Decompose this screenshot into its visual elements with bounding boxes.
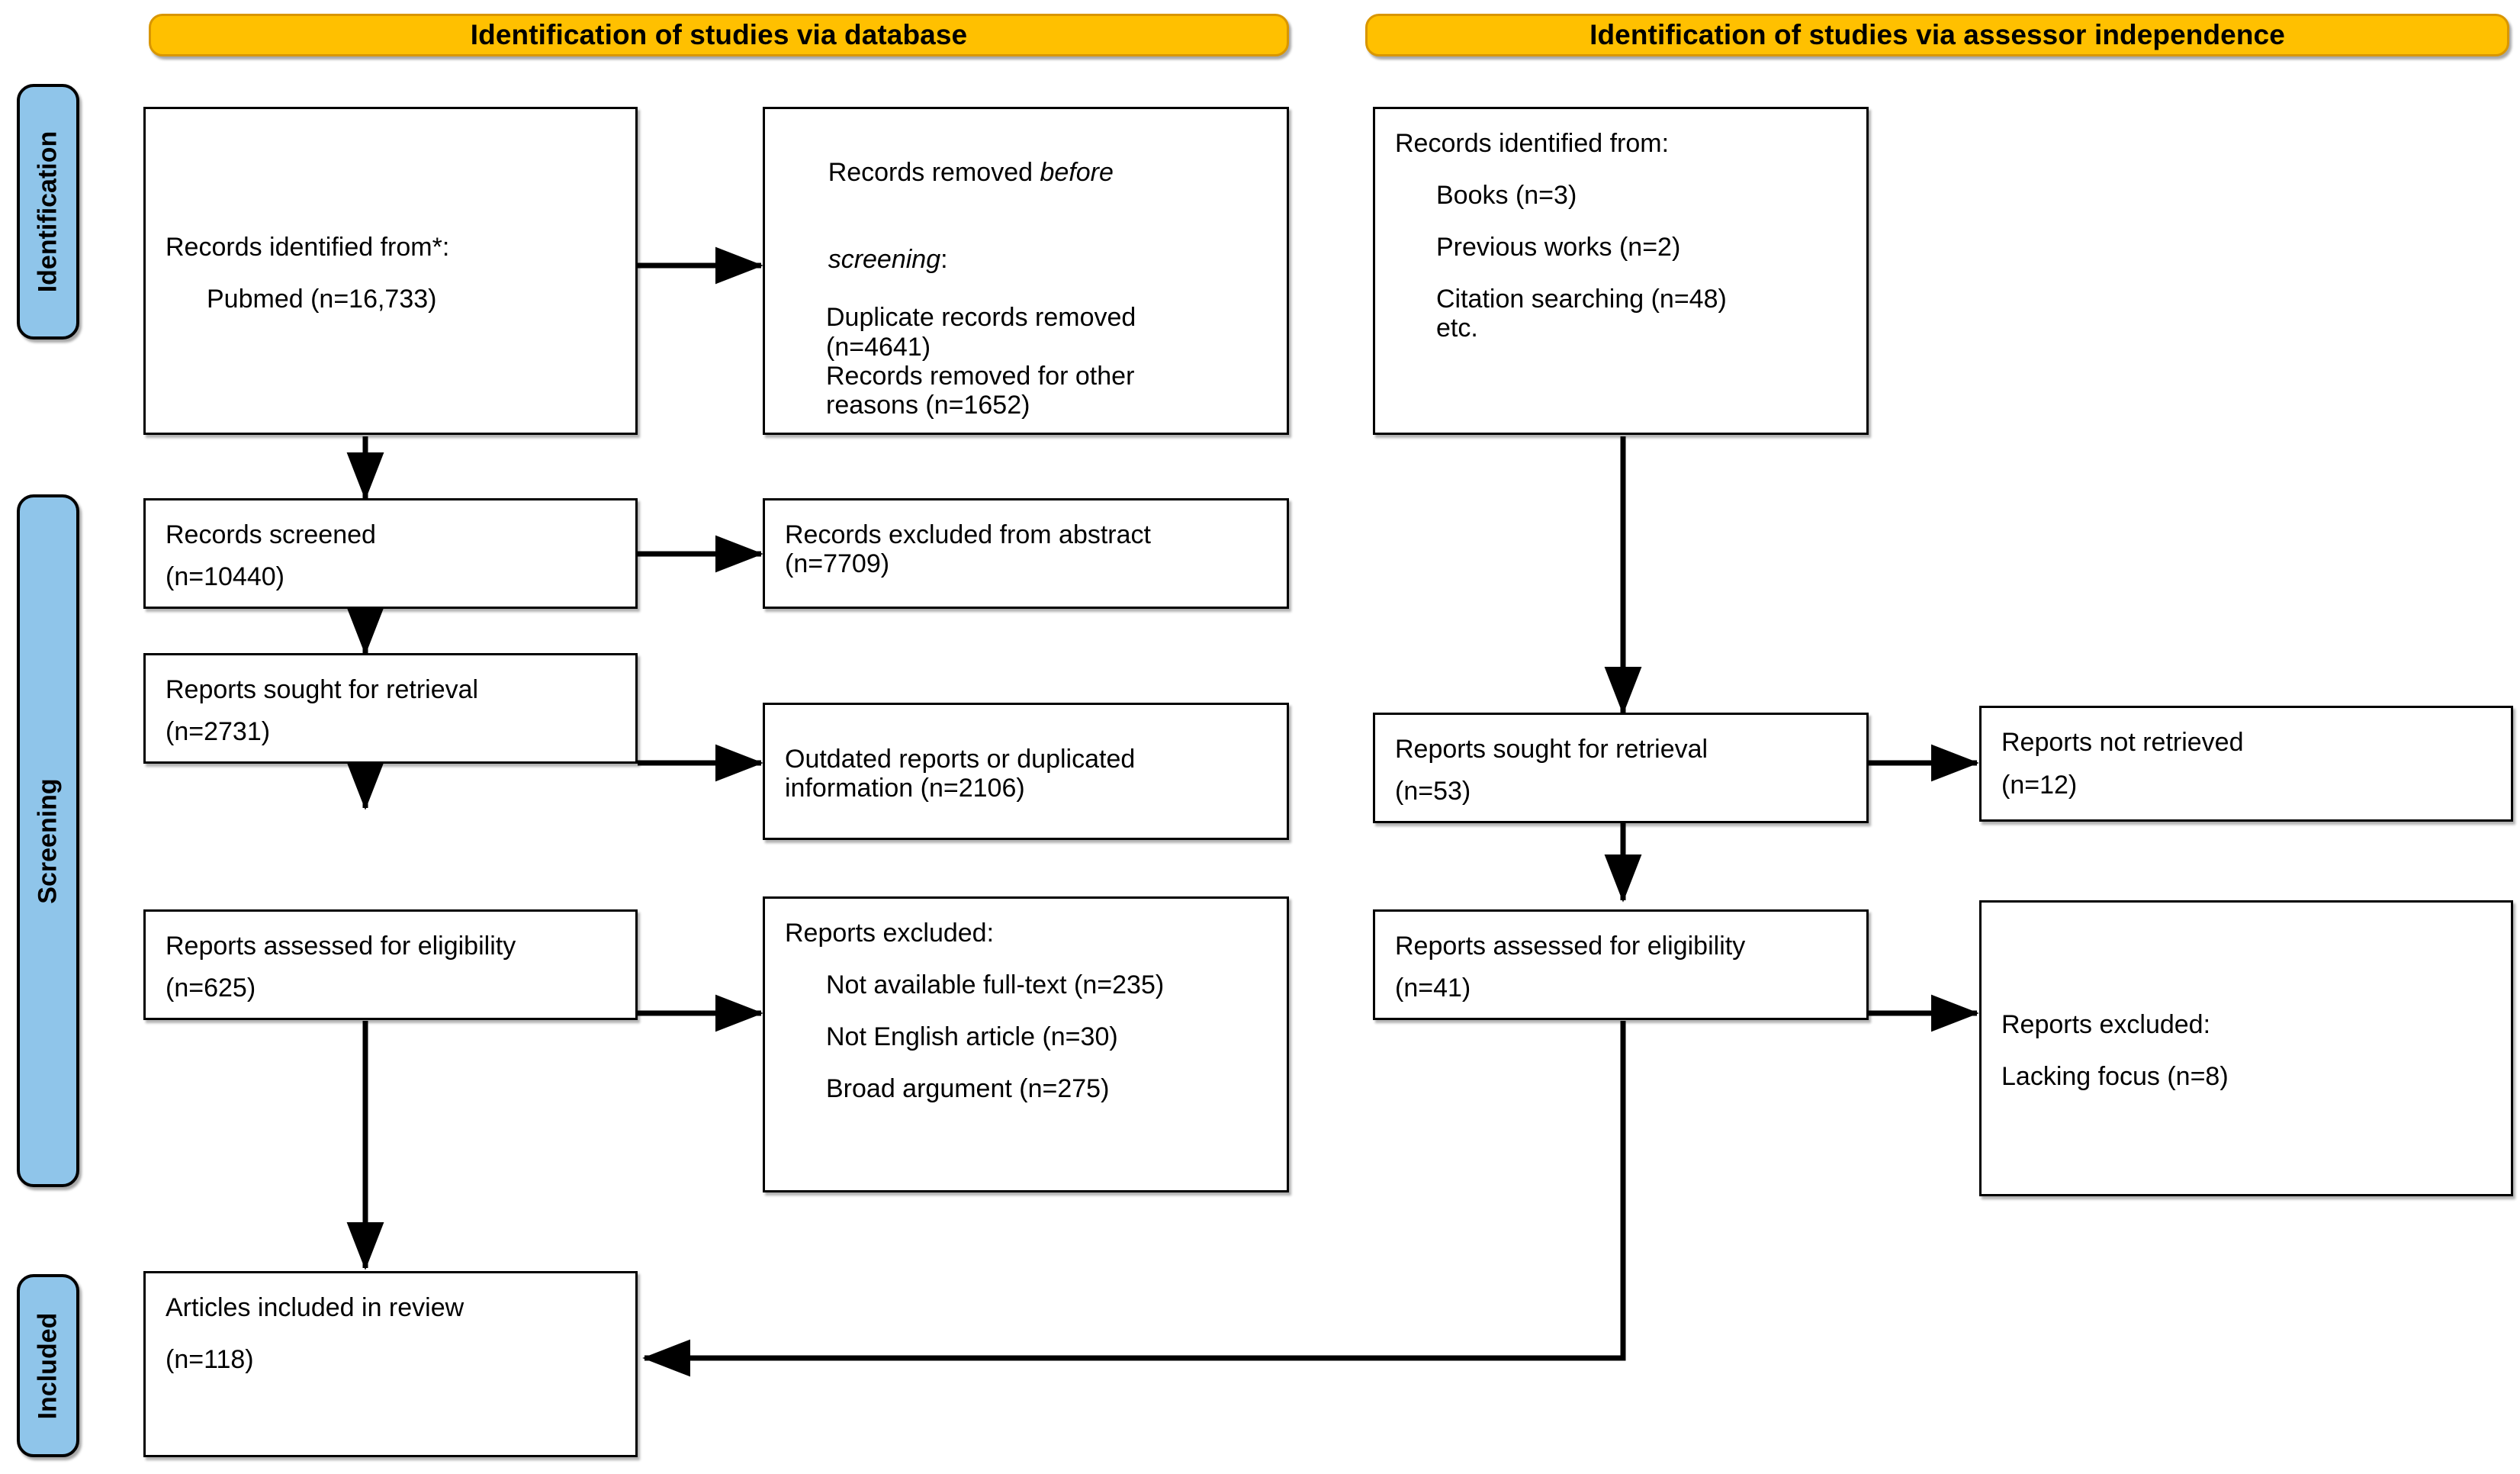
- reports-excluded-db-item3: Broad argument (n=275): [826, 1074, 1110, 1104]
- articles-included-line2: (n=118): [166, 1345, 254, 1375]
- records-removed-item2a: Records removed for other: [826, 361, 1135, 391]
- reports-not-retrieved-line1: Reports not retrieved: [2001, 728, 2244, 757]
- records-removed-line1b-italic: before: [1040, 158, 1114, 188]
- arrow-assessor-assessed-to-included: [642, 1021, 1626, 1377]
- records-removed-item1a: Duplicate records removed: [826, 303, 1136, 333]
- box-outdated-reports: Outdated reports or duplicated informati…: [763, 703, 1289, 840]
- reports-sought-db-line1: Reports sought for retrieval: [166, 675, 479, 704]
- banner-database: Identification of studies via database: [149, 14, 1289, 56]
- records-excluded-abstract-line1: Records excluded from abstract: [785, 520, 1151, 549]
- box-articles-included: Articles included in review (n=118): [143, 1271, 638, 1457]
- box-reports-sought-database: Reports sought for retrieval (n=2731): [143, 653, 638, 764]
- box-reports-excluded-database: Reports excluded: Not available full-tex…: [763, 896, 1289, 1192]
- box-records-identified: Records identified from*: Pubmed (n=16,7…: [143, 107, 638, 435]
- box-reports-assessed-database: Reports assessed for eligibility (n=625): [143, 909, 638, 1020]
- records-identified-assessor-line1: Records identified from:: [1395, 129, 1670, 158]
- reports-excluded-db-item2: Not English article (n=30): [826, 1022, 1118, 1052]
- box-reports-excluded-assessor: Reports excluded: Lacking focus (n=8): [1979, 900, 2513, 1196]
- articles-included-line1: Articles included in review: [166, 1293, 464, 1322]
- reports-assessed-assessor-line1: Reports assessed for eligibility: [1395, 932, 1746, 961]
- reports-sought-assessor-line2: (n=53): [1395, 776, 1471, 806]
- reports-assessed-db-line1: Reports assessed for eligibility: [166, 932, 516, 961]
- records-removed-line2: screening:: [785, 216, 1267, 303]
- reports-excluded-db-item1: Not available full-text (n=235): [826, 970, 1165, 1000]
- records-removed-line2-italic: screening: [828, 245, 941, 275]
- box-reports-not-retrieved: Reports not retrieved (n=12): [1979, 706, 2513, 822]
- reports-sought-db-line2: (n=2731): [166, 716, 271, 746]
- outdated-reports-line1: Outdated reports or duplicated: [785, 744, 1136, 774]
- records-identified-assessor-item2: Previous works (n=2): [1436, 233, 1681, 262]
- banner-assessor-label: Identification of studies via assessor i…: [1589, 19, 2285, 50]
- reports-excluded-assessor-line1: Reports excluded:: [2001, 1009, 2211, 1039]
- records-removed-line1: Records removed before: [785, 129, 1267, 216]
- rail-identification-label: Identification: [33, 130, 63, 293]
- records-screened-line1: Records screened: [166, 520, 376, 549]
- box-reports-assessed-assessor: Reports assessed for eligibility (n=41): [1373, 909, 1869, 1020]
- box-records-excluded-abstract: Records excluded from abstract (n=7709): [763, 498, 1289, 609]
- records-identified-assessor-item3a: Citation searching (n=48): [1436, 285, 1727, 314]
- box-records-identified-assessor: Records identified from: Books (n=3) Pre…: [1373, 107, 1869, 435]
- rail-included-label: Included: [33, 1312, 63, 1419]
- records-removed-line1a: Records removed: [828, 158, 1040, 188]
- banner-database-label: Identification of studies via database: [470, 19, 968, 50]
- records-screened-line2: (n=10440): [166, 562, 284, 591]
- banner-assessor: Identification of studies via assessor i…: [1365, 14, 2509, 56]
- box-reports-sought-assessor: Reports sought for retrieval (n=53): [1373, 713, 1869, 823]
- reports-sought-assessor-line1: Reports sought for retrieval: [1395, 735, 1708, 764]
- box-records-removed: Records removed before screening: Duplic…: [763, 107, 1289, 435]
- box-records-screened: Records screened (n=10440): [143, 498, 638, 609]
- reports-assessed-assessor-line2: (n=41): [1395, 973, 1471, 1003]
- reports-assessed-db-line2: (n=625): [166, 973, 256, 1003]
- records-excluded-abstract-line2: (n=7709): [785, 549, 890, 579]
- records-identified-assessor-item1: Books (n=3): [1436, 181, 1577, 211]
- rail-included: Included: [17, 1274, 79, 1457]
- rail-screening-label: Screening: [33, 777, 63, 904]
- outdated-reports-line2: information (n=2106): [785, 774, 1025, 803]
- reports-excluded-db-line1: Reports excluded:: [785, 919, 995, 948]
- rail-screening: Screening: [17, 494, 79, 1187]
- records-removed-item2b: reasons (n=1652): [826, 390, 1030, 420]
- records-identified-line1: Records identified from*:: [166, 232, 450, 262]
- records-identified-line2: Pubmed (n=16,733): [207, 285, 437, 314]
- records-identified-assessor-item3b: etc.: [1436, 314, 1478, 343]
- records-removed-line2b: :: [940, 245, 948, 275]
- reports-excluded-assessor-line2: Lacking focus (n=8): [2001, 1062, 2229, 1091]
- records-removed-item1b: (n=4641): [826, 332, 931, 362]
- rail-identification: Identification: [17, 84, 79, 340]
- reports-not-retrieved-line2: (n=12): [2001, 771, 2078, 800]
